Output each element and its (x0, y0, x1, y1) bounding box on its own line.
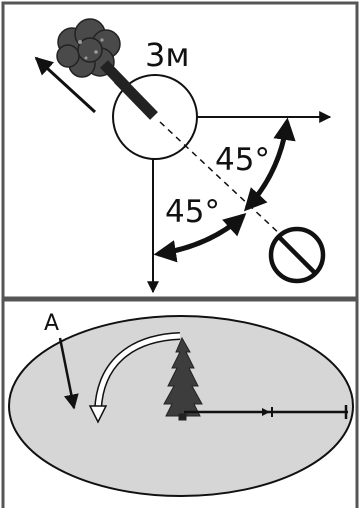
direction-arrow (34, 56, 97, 114)
dashed-bisector (159, 121, 283, 237)
bottom-panel: A (1, 298, 359, 508)
angle-label-upper: 45° (215, 142, 270, 178)
pipe-inner (114, 75, 158, 120)
curved-arrow-head (88, 405, 108, 424)
smoke-cloud-icon (56, 18, 121, 78)
tree-icon (163, 336, 203, 421)
measure-mid-arrow (262, 408, 270, 416)
angle-arc-upper (243, 117, 296, 212)
angle-label-lower: 45° (165, 194, 220, 230)
distance-label: 3м (145, 36, 190, 74)
prohibition-sign-icon (268, 226, 326, 284)
smoke-highlights (78, 38, 104, 60)
point-a-arrow (58, 337, 79, 410)
point-a-label: A (44, 311, 59, 336)
angle-arc-lower (153, 212, 247, 263)
top-panel: 3м 45° 45° (1, 1, 359, 300)
